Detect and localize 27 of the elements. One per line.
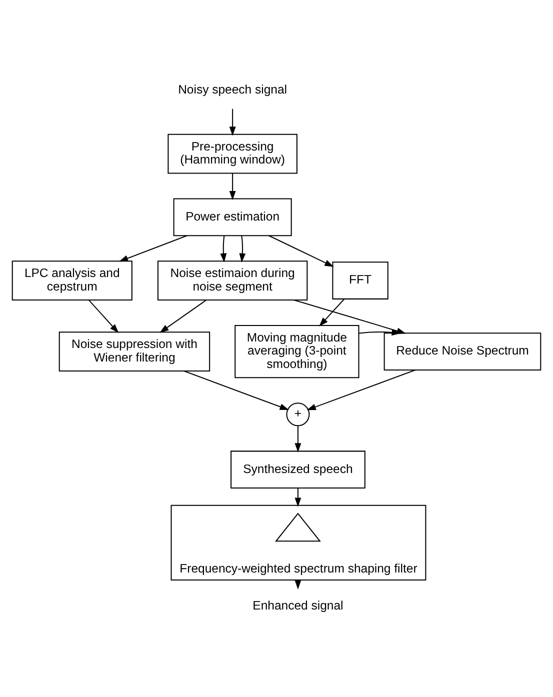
node-text: Enhanced signal — [252, 598, 344, 613]
arrow — [220, 236, 227, 263]
arrow — [268, 235, 334, 267]
arrow — [306, 370, 416, 410]
node-circle: + — [286, 402, 310, 426]
arrow — [229, 173, 236, 200]
arrow — [229, 108, 236, 136]
node-box: Noise estimaion during noise segment — [157, 260, 308, 300]
node-box: LPC analysis and cepstrum — [12, 260, 132, 300]
arrow — [88, 300, 119, 334]
node-box: Pre-processing (Hamming window) — [168, 134, 298, 174]
node-box: Power estimation — [173, 198, 292, 236]
arrow — [294, 488, 302, 507]
node-box: Reduce Noise Spectrum — [384, 332, 542, 370]
node-text: Noisy speech signal — [178, 82, 288, 97]
arrow — [239, 236, 246, 263]
arrow — [118, 235, 188, 262]
arrow — [319, 298, 345, 326]
node-box: FFT — [332, 262, 388, 300]
arrow — [294, 426, 302, 452]
node-box: Noise suppression with Wiener filtering — [58, 332, 210, 372]
arrow — [184, 370, 289, 410]
node-box: Moving magnitude averaging (3-point smoothing) — [234, 325, 360, 378]
arrow — [160, 300, 207, 333]
arrow — [358, 329, 401, 336]
node-picture — [274, 512, 321, 542]
node-box: Synthesized speech — [230, 450, 366, 488]
